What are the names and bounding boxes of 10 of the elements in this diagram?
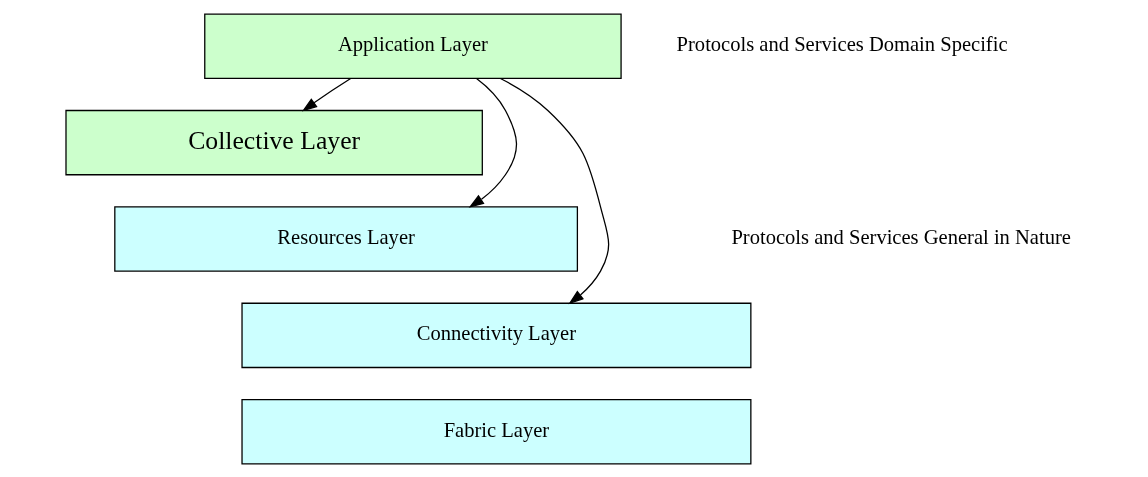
node-box: Fabric Layer — [240, 398, 751, 464]
node-box: Resources Layer — [113, 205, 578, 272]
arrow — [468, 77, 517, 208]
label: Protocols and Services General in Nature — [730, 225, 1071, 248]
node-box: Collective Layer — [64, 109, 483, 175]
arrow — [499, 77, 609, 304]
node-box: Connectivity Layer — [240, 302, 751, 368]
node-box: Application Layer — [203, 13, 622, 79]
arrow — [301, 77, 351, 112]
label: Protocols and Services Domain Specific — [676, 32, 1008, 55]
